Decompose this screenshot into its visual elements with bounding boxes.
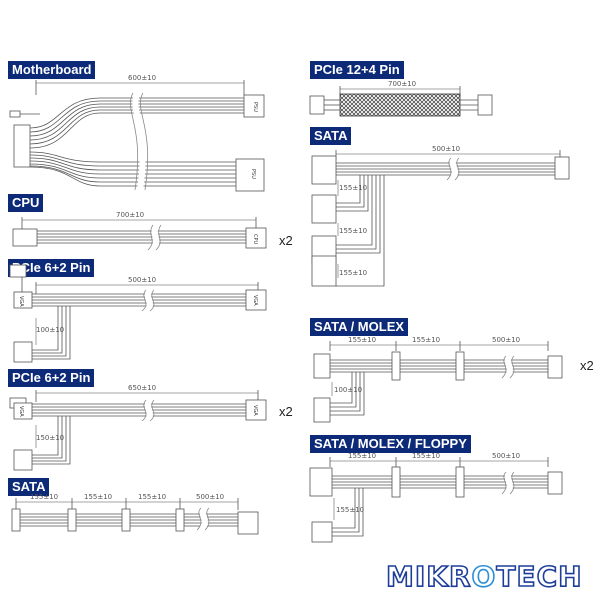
- smf-end-connector-icon: [547, 471, 563, 495]
- sata-molex-floppy-label: SATA / MOLEX / FLOPPY: [310, 435, 471, 453]
- mikrotech-logo: MIKROTECH: [385, 559, 583, 594]
- floppy-plug-icon: [311, 521, 333, 543]
- sata-left-plug-4-icon: [175, 508, 185, 532]
- sata-left-seg-2: 155±10: [84, 493, 112, 501]
- smf-seg-1: 155±10: [348, 452, 376, 460]
- pcie1-length: 500±10: [128, 276, 156, 284]
- cpu-length: 700±10: [116, 211, 144, 219]
- sata-right-plug-2-icon: [311, 194, 337, 224]
- sata-right-end-connector-icon: [554, 156, 570, 180]
- sata-molex-floppy-cable: [309, 457, 563, 543]
- sata-left-plug-2-icon: [67, 508, 77, 532]
- pcie-6-2-cable-2: [9, 390, 267, 471]
- pcie2-branch-length: 150±10: [36, 434, 64, 442]
- pcie1-branch-connector-icon: [13, 341, 33, 363]
- sata-right-label: SATA: [310, 127, 352, 145]
- pcie12-left-connector-icon: [309, 95, 325, 115]
- pcie-6-2-cable-1: [9, 264, 267, 363]
- pcie12-sleeve: [339, 93, 461, 117]
- sata-left-plug-3-icon: [121, 508, 131, 532]
- sata-right-length: 500±10: [432, 145, 460, 153]
- sata-right-branch-3: 155±10: [339, 269, 367, 277]
- pcie2-vga-connector-icon: [245, 399, 267, 421]
- pcie1-top-plug-icon: [9, 264, 27, 278]
- atx-24pin-connector-icon: [13, 124, 31, 168]
- pcie-6-2-label-2: PCIe 6+2 Pin: [8, 369, 95, 387]
- sata-molex-seg-2: 155±10: [412, 336, 440, 344]
- sata-left-plug-1-icon: [11, 508, 21, 532]
- sata-left-end-connector-icon: [237, 511, 259, 535]
- smf-seg-2: 155±10: [412, 452, 440, 460]
- sata-molex-multiplier: x2: [580, 358, 594, 373]
- smf-branch: 155±10: [336, 506, 364, 514]
- pcie2-length: 650±10: [128, 384, 156, 392]
- mb-psu-text: PSU: [252, 102, 258, 112]
- sata-right-plug-1-icon: [311, 155, 337, 185]
- sata-molex-branch: 100±10: [334, 386, 362, 394]
- sata-left-label: SATA: [8, 478, 50, 496]
- smf-sata-plug-2-icon: [455, 466, 465, 498]
- motherboard-cable: [9, 80, 265, 192]
- smf-molex-plug-icon: [309, 467, 333, 497]
- pcie2-left-vga-text: VGA: [18, 406, 24, 417]
- sata-molex-seg-3: 500±10: [492, 336, 520, 344]
- small-connector-icon: [9, 110, 21, 118]
- cpu-connector-left-icon: [12, 228, 38, 247]
- sata-left-seg-1: 155±10: [30, 493, 58, 501]
- molex-plug-icon: [313, 397, 331, 423]
- pcie12-length: 700±10: [388, 80, 416, 88]
- cpu-conn-text: CPU: [252, 234, 258, 245]
- pcie2-multiplier: x2: [279, 404, 293, 419]
- sata-right-branch-2: 155±10: [339, 227, 367, 235]
- cpu-connector-right-icon: [245, 227, 267, 249]
- pcie-6-2-label-1: PCIe 6+2 Pin: [8, 259, 95, 277]
- sata-left-seg-4: 500±10: [196, 493, 224, 501]
- pcie1-vga-text: VGA: [252, 295, 258, 306]
- cpu-cable: [12, 217, 267, 253]
- pcie12-right-connector-icon: [477, 94, 493, 116]
- cpu-multiplier: x2: [279, 233, 293, 248]
- sata-left-cable: [11, 498, 259, 535]
- smf-seg-3: 500±10: [492, 452, 520, 460]
- sata-right-plug-4-icon: [311, 255, 337, 287]
- sata-left-seg-3: 155±10: [138, 493, 166, 501]
- pcie2-connector-icon: [13, 402, 33, 420]
- logo-part-3: TECH: [496, 559, 583, 594]
- smf-sata-plug-1-icon: [391, 466, 401, 498]
- sata-molex-plug-2-icon: [391, 351, 401, 381]
- pcie1-branch-length: 100±10: [36, 326, 64, 334]
- mb-lower-connector-icon: [235, 158, 265, 192]
- sata-molex-seg-1: 155±10: [348, 336, 376, 344]
- pcie-12-4-cable: [309, 86, 493, 117]
- mb-length: 600±10: [128, 74, 156, 82]
- mb-upper-connector-icon: [243, 94, 265, 118]
- pcie-12-4-label: PCIe 12+4 Pin: [310, 61, 404, 79]
- cpu-label: CPU: [8, 194, 44, 212]
- pcie2-vga-text: VGA: [252, 405, 258, 416]
- sata-right-cable: [311, 150, 570, 287]
- pcie2-branch-connector-icon: [13, 449, 33, 471]
- sata-molex-plug-3-icon: [455, 351, 465, 381]
- pcie1-vga-connector-icon: [245, 289, 267, 311]
- sata-molex-cable: [313, 341, 563, 423]
- logo-part-1: MIKR: [385, 559, 472, 594]
- motherboard-label: Motherboard: [8, 61, 96, 79]
- mb-psu-text-2: PSU: [250, 169, 256, 179]
- sata-right-branch-1: 155±10: [339, 184, 367, 192]
- logo-part-2: O: [471, 559, 497, 594]
- sata-molex-label: SATA / MOLEX: [310, 318, 409, 336]
- sata-molex-plug-1-icon: [313, 353, 331, 379]
- sata-molex-end-connector-icon: [547, 355, 563, 379]
- pcie1-left-vga-text: VGA: [18, 296, 24, 307]
